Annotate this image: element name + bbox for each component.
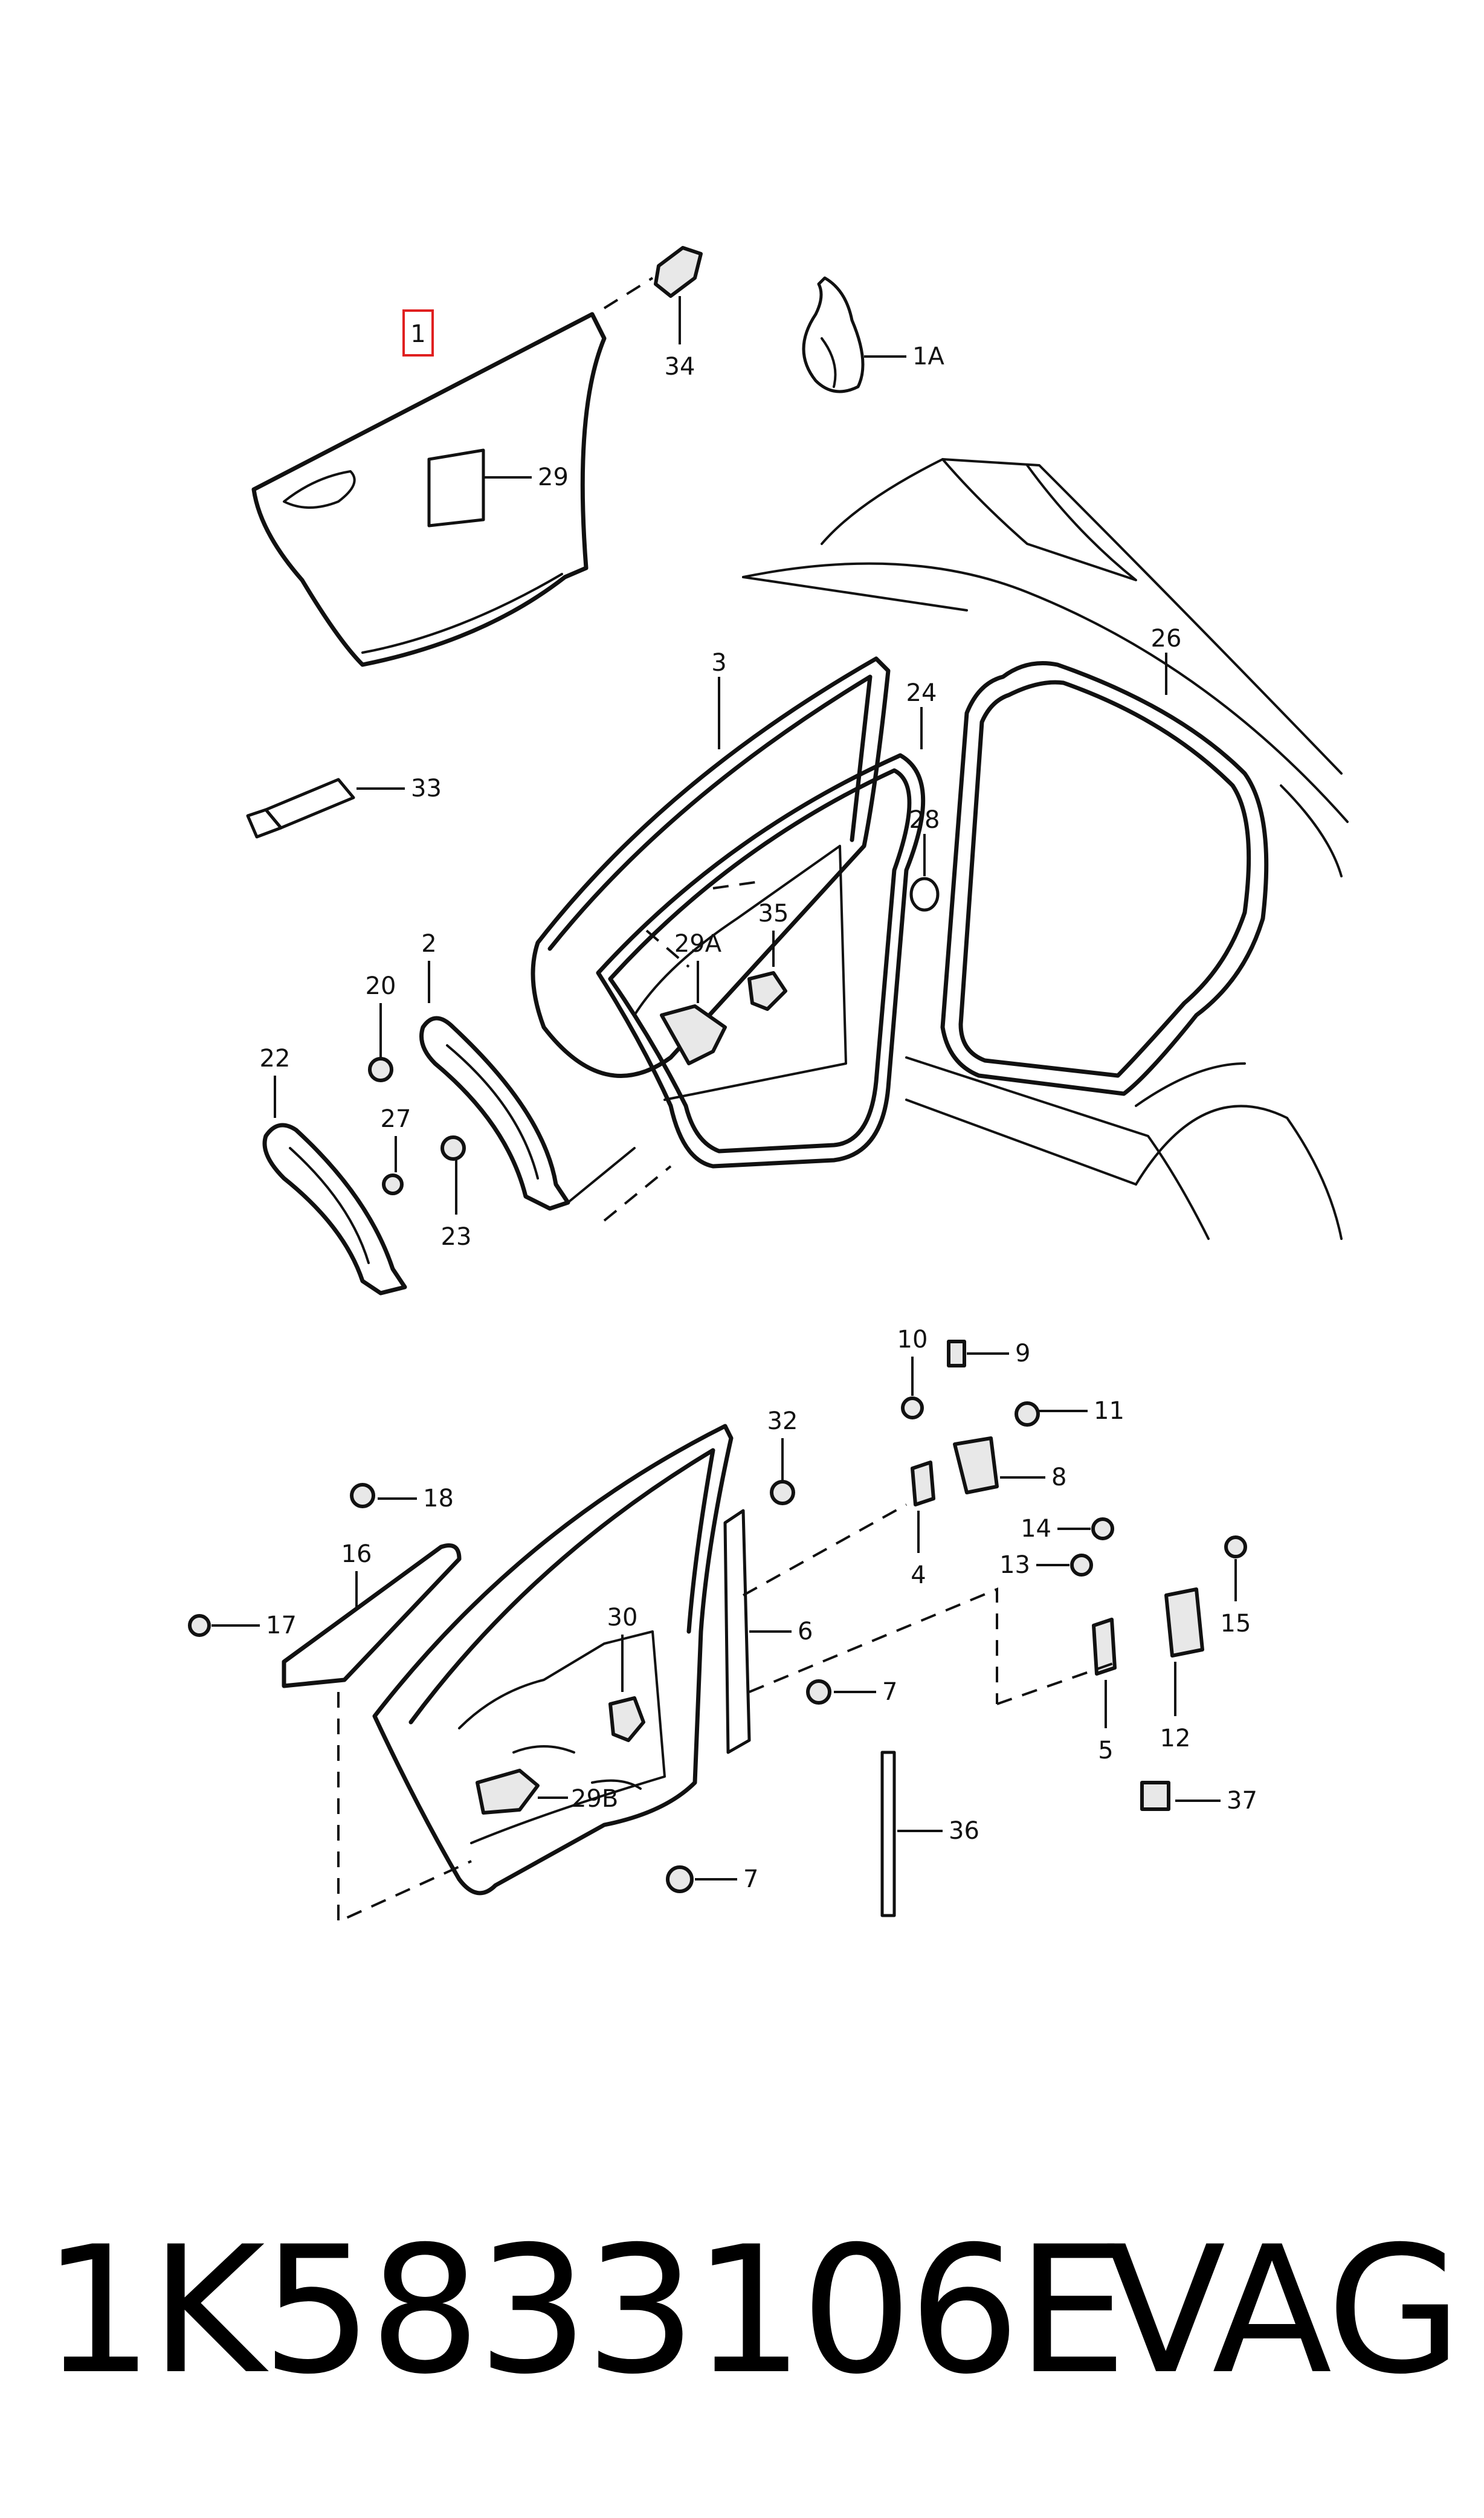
callout-13: 13	[999, 1551, 1030, 1579]
trim-strip-16	[282, 1543, 462, 1688]
bolt-32	[770, 1438, 795, 1505]
callout-24: 24	[906, 679, 937, 707]
assembly-lines	[337, 881, 1118, 1924]
callout-12: 12	[1160, 1725, 1191, 1752]
bracket-35	[747, 931, 787, 1011]
bag-1A	[802, 276, 906, 393]
callout-6: 6	[798, 1618, 813, 1645]
clip-34	[654, 246, 703, 344]
door-shell	[372, 1424, 734, 1896]
seal-strip-36	[880, 1751, 943, 1917]
callout-1: 1	[410, 320, 425, 348]
callout-29: 29	[538, 463, 569, 491]
callout-32: 32	[767, 1407, 798, 1435]
part-number: 1K5833106E	[42, 2209, 1127, 2413]
callout-23: 23	[441, 1223, 472, 1251]
clip-20	[368, 1003, 393, 1082]
pad-29B	[476, 1769, 568, 1815]
callout-35: 35	[758, 900, 789, 928]
callout-8: 8	[1051, 1464, 1066, 1491]
clip-23	[440, 1135, 466, 1215]
pad-29A	[660, 961, 727, 1065]
bolt-10	[901, 1357, 924, 1419]
bolt-17	[188, 1614, 260, 1637]
clip-7-lower	[666, 1865, 737, 1893]
nut-37	[1140, 1781, 1221, 1811]
callout-30: 30	[607, 1604, 638, 1632]
callout-22: 22	[260, 1045, 291, 1073]
callout-7-lower: 7	[743, 1865, 758, 1893]
callout-29B: 29B	[571, 1785, 618, 1813]
reinforcement-6	[723, 1509, 792, 1754]
callout-37: 37	[1227, 1787, 1257, 1815]
clip-27	[382, 1136, 404, 1195]
callout-2: 2	[421, 930, 436, 958]
bolt-13	[1036, 1554, 1093, 1577]
callout-labels: 1 1A 2 3 4 5 6 7 7 8 9 10 11 12 13 14 15…	[260, 320, 1257, 1893]
callout-27: 27	[381, 1105, 411, 1133]
callout-28: 28	[909, 806, 940, 834]
clip-7-upper	[806, 1679, 876, 1705]
hinge-lower	[1092, 1587, 1204, 1728]
callout-33: 33	[411, 775, 442, 802]
bolt-9	[947, 1340, 1009, 1367]
hinge-upper	[911, 1436, 1045, 1553]
brand-label: VAG	[1106, 2209, 1462, 2413]
adhesive-tube-33	[246, 778, 405, 839]
sill-trim-22	[262, 1076, 407, 1296]
callout-17: 17	[266, 1612, 297, 1639]
door-seal-24	[596, 707, 926, 1169]
callout-7-upper: 7	[882, 1678, 897, 1706]
callout-16: 16	[341, 1540, 372, 1568]
callout-18: 18	[423, 1485, 454, 1512]
callout-14: 14	[1021, 1515, 1051, 1543]
car-body-outline	[742, 458, 1349, 1240]
exploded-parts-diagram: 1 1A 2 3 4 5 6 7 7 8 9 10 11 12 13 14 15…	[188, 246, 1349, 1924]
bolt-15	[1224, 1535, 1247, 1601]
sill-trim-2	[419, 961, 570, 1211]
callout-1A: 1A	[912, 343, 944, 370]
highlight-box-item-1	[402, 309, 434, 357]
window-seal-26	[940, 653, 1269, 1096]
callout-26: 26	[1151, 625, 1182, 653]
callout-5: 5	[1098, 1737, 1113, 1764]
clip-18	[350, 1483, 417, 1508]
callout-9: 9	[1015, 1340, 1030, 1367]
bracket-30	[608, 1635, 645, 1742]
callout-4: 4	[911, 1561, 926, 1589]
door-trim-panel	[251, 277, 654, 667]
bolt-11	[1015, 1401, 1088, 1427]
callout-10: 10	[897, 1326, 928, 1354]
callout-36: 36	[949, 1817, 979, 1845]
callout-34: 34	[665, 353, 695, 381]
footer: 1K5833106E VAG	[0, 2200, 1484, 2453]
callout-20: 20	[366, 972, 396, 1000]
bolt-14	[1057, 1517, 1114, 1540]
callout-15: 15	[1221, 1610, 1251, 1638]
sill-link-line	[567, 1147, 636, 1204]
callout-11: 11	[1094, 1397, 1124, 1425]
plug-28	[909, 834, 940, 912]
callout-3: 3	[711, 649, 726, 677]
callout-29A: 29A	[674, 930, 722, 958]
